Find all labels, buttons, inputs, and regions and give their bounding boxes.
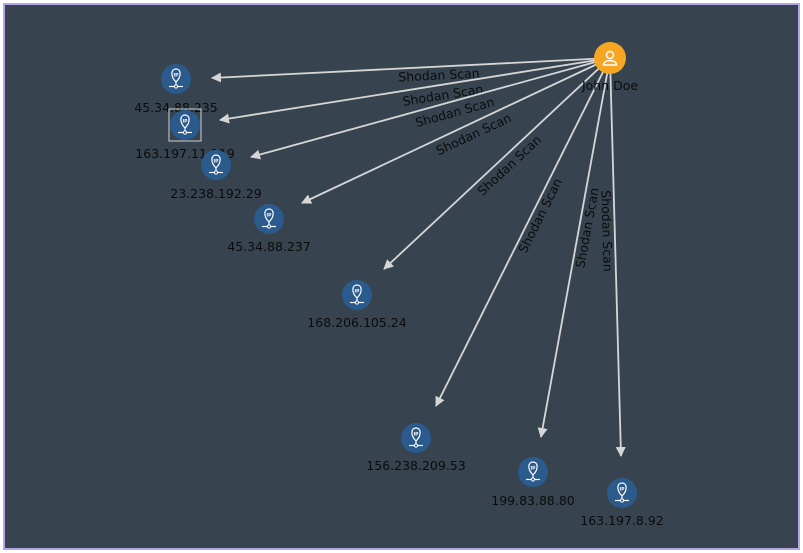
ip-address-icon: IP bbox=[169, 68, 183, 89]
selection-box bbox=[168, 108, 202, 142]
ip-node-label: 45.34.88.235 bbox=[134, 100, 218, 115]
ip-address-icon: IP bbox=[409, 427, 423, 448]
edge-label: Shodan Scan bbox=[474, 132, 544, 199]
edge-label: Shodan Scan bbox=[515, 176, 565, 256]
ip-node[interactable]: IP bbox=[201, 150, 231, 180]
ip-node-circle bbox=[170, 110, 200, 140]
graph-canvas[interactable] bbox=[3, 3, 800, 550]
person-node-label: John Doe bbox=[581, 78, 638, 93]
ip-node-label: 23.238.192.29 bbox=[170, 186, 261, 201]
ip-address-icon: IP bbox=[526, 461, 540, 482]
person-node[interactable] bbox=[594, 42, 626, 74]
person-icon bbox=[602, 50, 618, 66]
edge-shodan-scan[interactable] bbox=[250, 57, 611, 160]
edge-shodan-scan[interactable] bbox=[383, 57, 611, 270]
svg-text:IP: IP bbox=[531, 465, 537, 471]
ip-node-circle bbox=[161, 64, 191, 94]
ip-node[interactable]: IP bbox=[401, 423, 431, 453]
edge-shodan-scan[interactable] bbox=[301, 57, 611, 204]
ip-node-label: 156.238.209.53 bbox=[366, 458, 465, 473]
ip-address-icon: IP bbox=[178, 114, 192, 135]
ip-address-icon: IP bbox=[209, 154, 223, 175]
ip-node-label: 199.83.88.80 bbox=[491, 493, 575, 508]
ip-address-icon: IP bbox=[615, 482, 629, 503]
ip-node[interactable]: IP bbox=[161, 64, 191, 94]
ip-node-circle bbox=[254, 204, 284, 234]
nodes-layer: IP45.34.88.235IP163.197.11.119IP23.238.1… bbox=[134, 42, 664, 528]
edge-shodan-scan[interactable] bbox=[537, 57, 611, 438]
svg-text:IP: IP bbox=[214, 158, 220, 164]
edge-label: Shodan Scan bbox=[598, 190, 615, 272]
ip-node-circle bbox=[518, 457, 548, 487]
svg-text:IP: IP bbox=[414, 431, 420, 437]
ip-node-label: 45.34.88.237 bbox=[227, 239, 311, 254]
ip-node-circle bbox=[201, 150, 231, 180]
edge-shodan-scan[interactable] bbox=[219, 57, 611, 124]
ip-address-icon: IP bbox=[262, 208, 276, 229]
ip-node-label: 163.197.8.92 bbox=[580, 513, 664, 528]
edge-shodan-scan[interactable] bbox=[609, 57, 626, 457]
svg-text:IP: IP bbox=[174, 72, 180, 78]
ip-node[interactable]: IP bbox=[607, 478, 637, 508]
ip-node-circle bbox=[401, 423, 431, 453]
svg-text:IP: IP bbox=[267, 212, 273, 218]
edge-label: Shodan Scan bbox=[398, 65, 480, 84]
svg-text:IP: IP bbox=[183, 118, 189, 124]
ip-address-icon: IP bbox=[350, 284, 364, 305]
ip-node-circle bbox=[342, 280, 372, 310]
ip-node[interactable]: IP bbox=[342, 280, 372, 310]
edge-shodan-scan[interactable] bbox=[435, 57, 611, 407]
ip-node-label: 168.206.105.24 bbox=[307, 315, 406, 330]
svg-text:IP: IP bbox=[620, 486, 626, 492]
ip-node[interactable]: IP bbox=[518, 457, 548, 487]
ip-node[interactable]: IP bbox=[168, 108, 202, 142]
svg-text:IP: IP bbox=[355, 288, 361, 294]
edge-label: Shodan Scan bbox=[572, 186, 601, 269]
ip-node[interactable]: IP bbox=[254, 204, 284, 234]
ip-node-circle bbox=[607, 478, 637, 508]
edge-shodan-scan[interactable] bbox=[211, 57, 611, 83]
